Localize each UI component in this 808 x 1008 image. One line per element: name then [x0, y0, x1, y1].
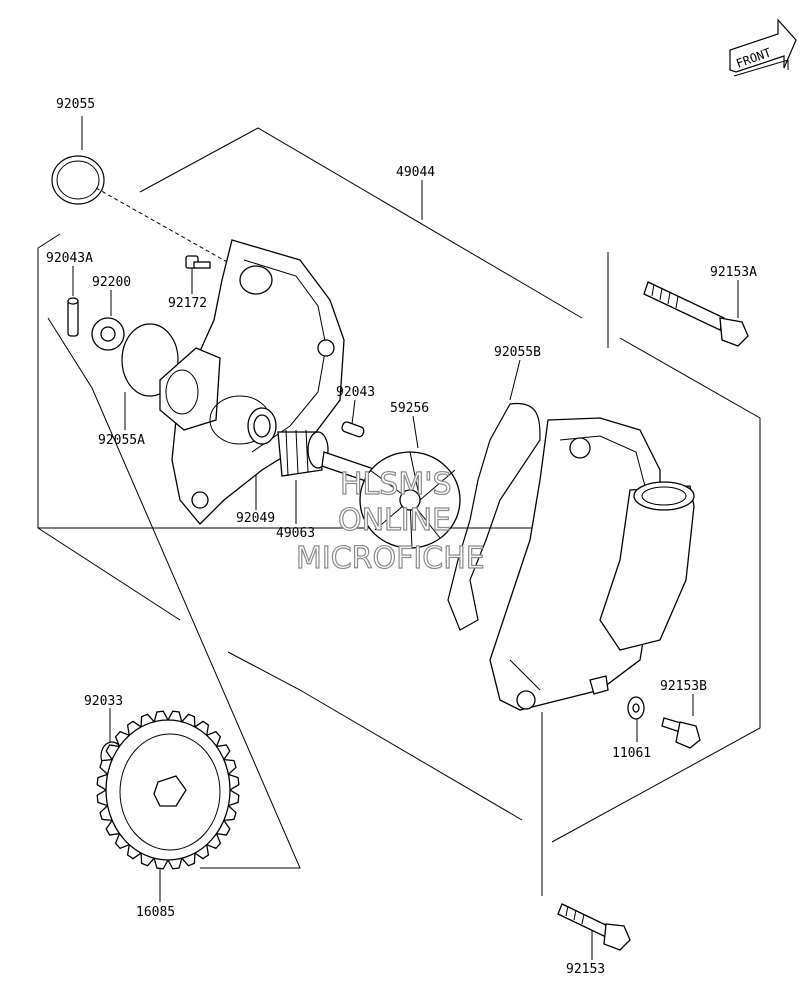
- watermark-line-3: MICROFICHE: [296, 541, 485, 576]
- bolt-92153b: [661, 717, 701, 749]
- dowel-92043: [341, 421, 365, 438]
- watermark: HLSM'S ONLINE MICROFICHE: [295, 466, 485, 576]
- leader-lines: [72, 116, 739, 960]
- label-49063: 49063: [276, 526, 315, 541]
- label-92055b: 92055B: [494, 345, 541, 360]
- impeller-59256: [359, 451, 461, 549]
- label-92055a: 92055A: [98, 433, 145, 448]
- label-11061: 11061: [612, 746, 651, 761]
- pin-92043a: [67, 297, 79, 337]
- label-92172: 92172: [168, 296, 207, 311]
- front-direction-badge: FRONT: [729, 18, 797, 77]
- watermark-line-2: ONLINE: [338, 503, 451, 538]
- label-92153a: 92153A: [710, 265, 757, 280]
- label-92043: 92043: [336, 385, 375, 400]
- watermark-line-1: HLSM'S: [340, 467, 452, 502]
- front-badge-text: FRONT: [734, 45, 773, 71]
- o-ring-92055a: [121, 323, 179, 397]
- bolt-92153a: [643, 281, 749, 347]
- circlip-92055: [51, 155, 105, 205]
- bolt-92172: [185, 255, 211, 269]
- label-92033: 92033: [84, 694, 123, 709]
- label-92200: 92200: [92, 275, 131, 290]
- label-92055: 92055: [56, 97, 95, 112]
- label-92049: 92049: [236, 511, 275, 526]
- mechanical-seal-49063: [277, 429, 329, 477]
- part-labels: 92055 49044 92043A 92200 92172 92153A 92…: [46, 97, 757, 977]
- washer-92200: [91, 317, 125, 351]
- pump-body-49044: [159, 239, 345, 525]
- label-92153b: 92153B: [660, 679, 707, 694]
- pump-cover: [489, 417, 695, 711]
- label-92153: 92153: [566, 962, 605, 977]
- assembly-outline: [37, 127, 761, 869]
- bolt-92153: [557, 903, 631, 951]
- label-49044: 49044: [396, 165, 435, 180]
- washer-11061: [627, 696, 645, 720]
- gear-16085: [96, 710, 240, 870]
- gasket-92055b: [447, 402, 541, 631]
- label-59256: 59256: [390, 401, 429, 416]
- label-92043a: 92043A: [46, 251, 93, 266]
- seal-92049: [247, 407, 277, 445]
- label-16085: 16085: [136, 905, 175, 920]
